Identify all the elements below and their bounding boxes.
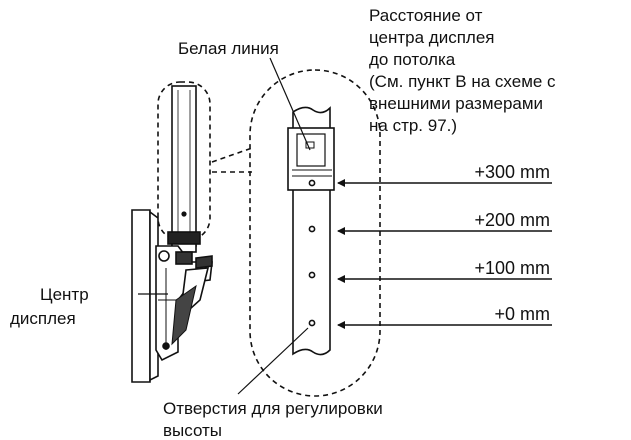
white-line-label: Белая линия xyxy=(178,39,279,58)
distance-note: Расстояние от центра дисплея до потолка … xyxy=(369,6,556,135)
holes-label-1: Отверстия для регулировки xyxy=(163,399,383,418)
distance-note-line-4: (См. пункт В на схеме с xyxy=(369,72,556,91)
distance-note-line-5: внешними размерами xyxy=(369,94,543,113)
holes-label-2: высоты xyxy=(163,421,222,440)
pole xyxy=(171,85,197,247)
distance-note-line-2: центра дисплея xyxy=(369,28,495,47)
pole-outline-dashed xyxy=(157,81,211,241)
white-line-leader xyxy=(269,57,311,151)
display-center-label-2: дисплея xyxy=(10,309,76,328)
adjustment-hole-300 xyxy=(308,179,316,187)
zoomed-pole-view xyxy=(237,57,381,397)
height-markers xyxy=(337,179,552,329)
side-view-illustration xyxy=(131,81,253,383)
zoom-outline-dashed xyxy=(249,69,381,397)
adjustment-hole-0 xyxy=(308,319,316,327)
height-label-300: +300 mm xyxy=(474,162,550,182)
adjustment-hole-200 xyxy=(308,225,316,233)
distance-note-line-3: до потолка xyxy=(369,50,456,69)
height-label-200: +200 mm xyxy=(474,210,550,230)
callout-line-top xyxy=(211,147,253,163)
holes-leader xyxy=(237,327,309,395)
distance-note-line-6: на стр. 97.) xyxy=(369,116,457,135)
adjustment-hole-100 xyxy=(308,271,316,279)
display-center-label-1: Центр xyxy=(40,285,89,304)
distance-note-line-1: Расстояние от xyxy=(369,6,483,25)
height-label-100: +100 mm xyxy=(474,258,550,278)
display-panel xyxy=(131,209,151,383)
height-label-0: +0 mm xyxy=(494,304,550,324)
